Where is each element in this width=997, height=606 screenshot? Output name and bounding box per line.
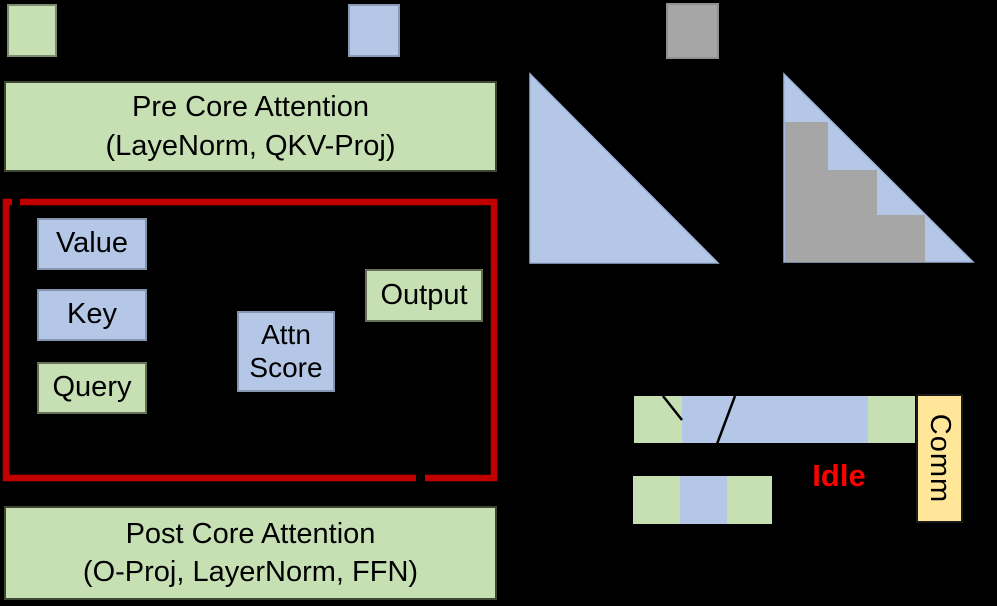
causal-attention-triangle bbox=[783, 72, 975, 263]
comm-label: Comm bbox=[924, 413, 957, 504]
legend-swatch-gray bbox=[666, 3, 719, 59]
full-attention-triangle bbox=[529, 72, 720, 264]
idle-label: Idle bbox=[812, 458, 866, 493]
post-core-attention-box: Post Core Attention (O-Proj, LayerNorm, … bbox=[4, 506, 497, 600]
pre-core-attention-subtitle: (LayeNorm, QKV-Proj) bbox=[105, 129, 396, 162]
timeline-bar-bottom bbox=[633, 476, 772, 524]
timeline-top-segment-attention bbox=[682, 396, 868, 443]
value-label: Value bbox=[55, 227, 129, 260]
red-border-dash-gap-top bbox=[12, 198, 20, 207]
legend-swatch-blue bbox=[348, 4, 400, 57]
red-border-dash-gap-bottom bbox=[416, 474, 425, 483]
timeline-bottom-segment-attention bbox=[680, 476, 727, 524]
attn-score-line2: Score bbox=[249, 351, 323, 383]
timeline-bottom-segment-postcore bbox=[727, 476, 772, 524]
timeline-top-segment-precore bbox=[634, 396, 682, 443]
query-label: Query bbox=[52, 371, 132, 404]
timeline-top-segment-postcore bbox=[868, 396, 915, 443]
query-box: Query bbox=[37, 362, 147, 414]
post-core-attention-title: Post Core Attention bbox=[125, 517, 376, 550]
timeline-bottom-segment-precore bbox=[633, 476, 680, 524]
pre-core-attention-box: Pre Core Attention (LayeNorm, QKV-Proj) bbox=[4, 81, 497, 172]
attn-score-box: Attn Score bbox=[237, 311, 335, 392]
output-box: Output bbox=[365, 269, 483, 322]
causal-staircase-shape bbox=[785, 122, 925, 262]
value-box: Value bbox=[37, 218, 147, 270]
legend-swatch-green bbox=[7, 4, 57, 57]
comm-box: Comm bbox=[916, 394, 963, 523]
attn-score-line1: Attn bbox=[261, 319, 311, 351]
output-label: Output bbox=[380, 278, 468, 311]
key-label: Key bbox=[67, 298, 117, 331]
timeline-bar-top bbox=[634, 396, 915, 443]
key-box: Key bbox=[37, 289, 147, 341]
post-core-attention-subtitle: (O-Proj, LayerNorm, FFN) bbox=[82, 556, 419, 588]
pre-core-attention-title: Pre Core Attention bbox=[132, 91, 369, 124]
